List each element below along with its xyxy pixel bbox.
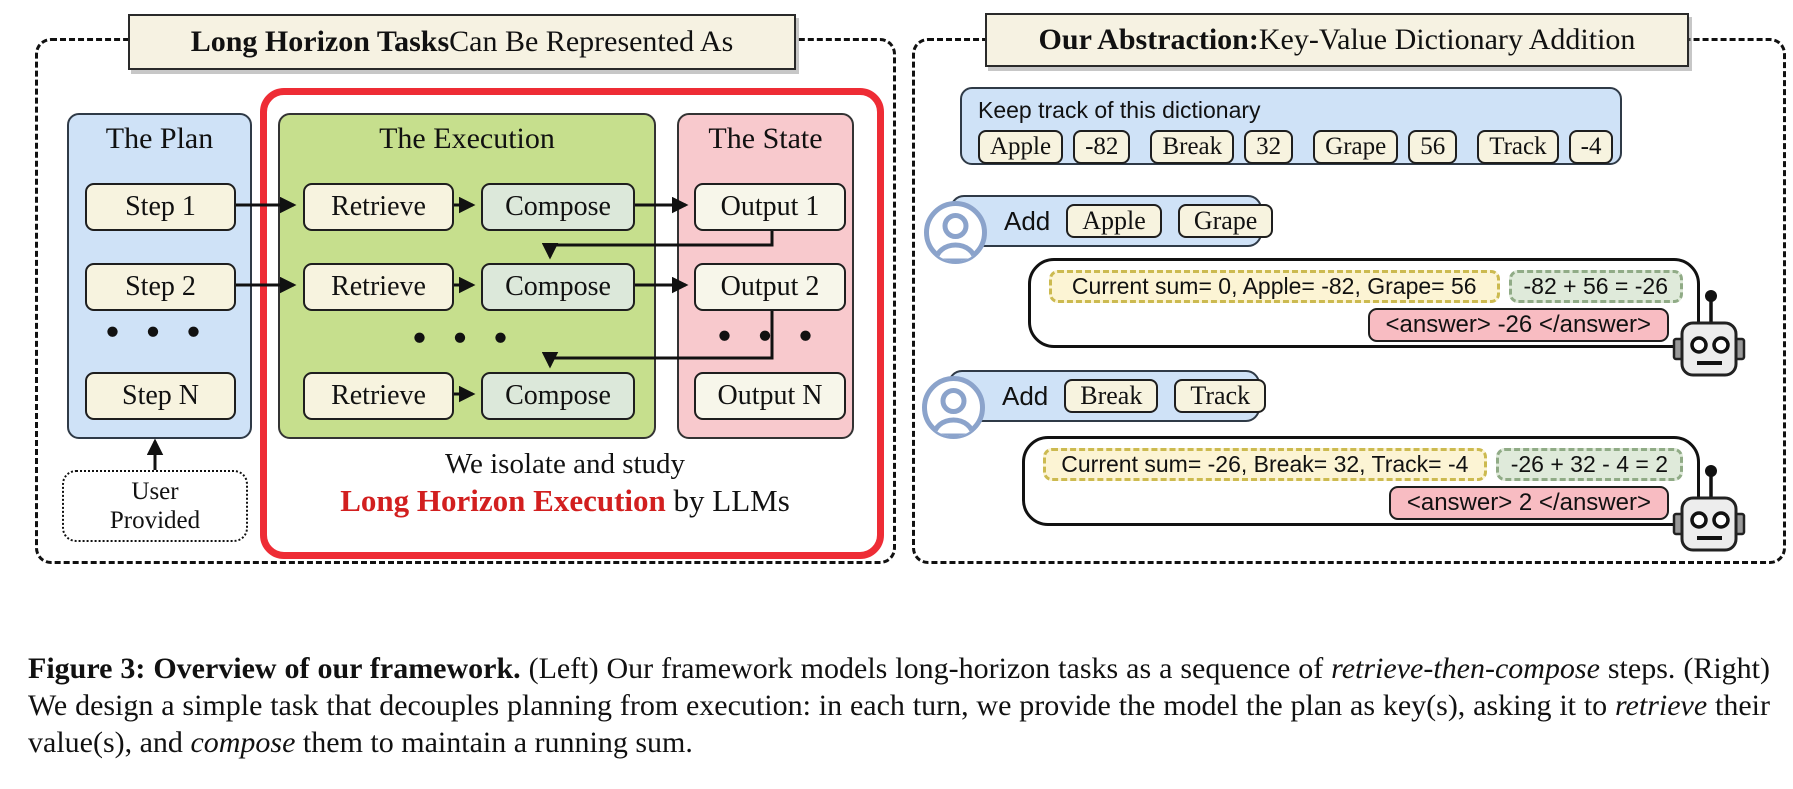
plan-ellipsis: ● ● ● (105, 318, 211, 345)
caption-seg1: (Left) Our framework models long-horizon… (520, 652, 1332, 685)
turn2-key-track: Track (1174, 379, 1267, 413)
step-n-chip: Step N (85, 372, 236, 420)
dict-val-grape: 56 (1408, 130, 1458, 164)
plan-column-title: The Plan (105, 122, 214, 155)
dict-key-break: Break (1150, 130, 1235, 164)
turn1-model-bubble: Current sum= 0, Apple= -82, Grape= 56 -8… (1028, 258, 1700, 348)
execution-column-title: The Execution (379, 122, 555, 155)
turn1-answer-row: <answer> -26 </answer> (1049, 308, 1683, 342)
user-provided-line2: Provided (109, 507, 201, 534)
retrieve-3-chip: Retrieve (303, 372, 454, 420)
turn1-key-grape: Grape (1177, 204, 1274, 238)
user-icon (922, 376, 985, 439)
step-2-chip: Step 2 (85, 263, 236, 311)
figure-caption: Figure 3: Overview of our framework. (Le… (28, 650, 1770, 761)
caption-italic-retrieve: retrieve (1615, 689, 1708, 722)
turn2-reasoning-row: Current sum= -26, Break= 32, Track= -4 -… (1043, 448, 1683, 481)
dictionary-label: Keep track of this dictionary (978, 97, 1261, 123)
step-1-chip: Step 1 (85, 183, 236, 231)
retrieve-1-chip: Retrieve (303, 183, 454, 231)
state-ellipsis: ● ● ● (717, 322, 823, 349)
turn2-add-label: Add (1002, 380, 1049, 411)
left-title-bold: Long Horizon Tasks (190, 25, 450, 58)
execution-ellipsis: ● ● ● (412, 324, 518, 351)
turn2-answer-row: <answer> 2 </answer> (1043, 486, 1683, 520)
turn2-user-bubble: Add Break Track (948, 370, 1267, 422)
turn2-reasoning-note: Current sum= -26, Break= 32, Track= -4 (1043, 448, 1487, 481)
turn2-calc-note: -26 + 32 - 4 = 2 (1495, 448, 1683, 481)
caption-italic-compose: compose (190, 726, 296, 759)
caption-seg2: steps. (Right) We design a simple task t… (28, 652, 1770, 722)
dict-val-apple: -82 (1073, 130, 1131, 164)
compose-2-chip: Compose (481, 263, 635, 311)
robot-icon (1672, 290, 1746, 377)
caption-figure-label: Figure 3: Overview of our framework. (28, 652, 521, 685)
output-n-chip: Output N (694, 372, 846, 420)
dict-key-track: Track (1477, 130, 1559, 164)
dictionary-entries-row: Apple -82 Break 32 Grape 56 Track -4 (978, 130, 1614, 164)
caption-seg4: them to maintain a running sum. (295, 726, 693, 759)
state-column-title: The State (708, 122, 823, 155)
turn2-key-break: Break (1064, 379, 1159, 413)
turn1-key-apple: Apple (1066, 204, 1162, 238)
robot-icon (1672, 465, 1746, 552)
right-panel-title: Our Abstraction: Key-Value Dictionary Ad… (985, 13, 1689, 67)
user-icon (924, 201, 987, 264)
right-title-rest: Key-Value Dictionary Addition (1258, 23, 1636, 56)
dict-val-break: 32 (1244, 130, 1294, 164)
dict-val-track: -4 (1568, 130, 1614, 164)
turn1-calc-note: -82 + 56 = -26 (1508, 270, 1683, 303)
compose-3-chip: Compose (481, 372, 635, 420)
isolate-study-line: We isolate and study (445, 448, 685, 481)
user-provided-box: User Provided (62, 470, 248, 542)
output-2-chip: Output 2 (694, 263, 846, 311)
user-provided-line1: User (131, 478, 179, 505)
turn2-model-bubble: Current sum= -26, Break= 32, Track= -4 -… (1022, 436, 1700, 526)
caption-italic-retrieve-then-compose: retrieve-then-compose (1331, 652, 1600, 685)
compose-1-chip: Compose (481, 183, 635, 231)
turn1-answer-tag: <answer> -26 </answer> (1367, 308, 1669, 342)
long-horizon-execution-line: Long Horizon Execution by LLMs (340, 483, 790, 519)
isolate-study-text: We isolate and study (444, 448, 686, 480)
right-title-bold: Our Abstraction: (1038, 23, 1259, 56)
turn2-answer-tag: <answer> 2 </answer> (1388, 486, 1669, 520)
retrieve-2-chip: Retrieve (303, 263, 454, 311)
by-llms-text: by LLMs (665, 483, 790, 518)
dict-key-grape: Grape (1313, 130, 1399, 164)
left-title-rest: Can Be Represented As (449, 25, 734, 58)
turn1-reasoning-row: Current sum= 0, Apple= -82, Grape= 56 -8… (1049, 270, 1683, 303)
turn1-add-label: Add (1004, 205, 1051, 236)
dict-key-apple: Apple (978, 130, 1064, 164)
caption-seg3: their value(s), and (28, 689, 1770, 759)
left-panel-title: Long Horizon Tasks Can Be Represented As (128, 14, 796, 70)
turn1-reasoning-note: Current sum= 0, Apple= -82, Grape= 56 (1049, 270, 1500, 303)
turn1-user-bubble: Add Apple Grape (950, 195, 1274, 247)
output-1-chip: Output 1 (694, 183, 846, 231)
dictionary-box: Keep track of this dictionary Apple -82 … (960, 87, 1622, 165)
long-horizon-execution-red-text: Long Horizon Execution (340, 483, 666, 518)
